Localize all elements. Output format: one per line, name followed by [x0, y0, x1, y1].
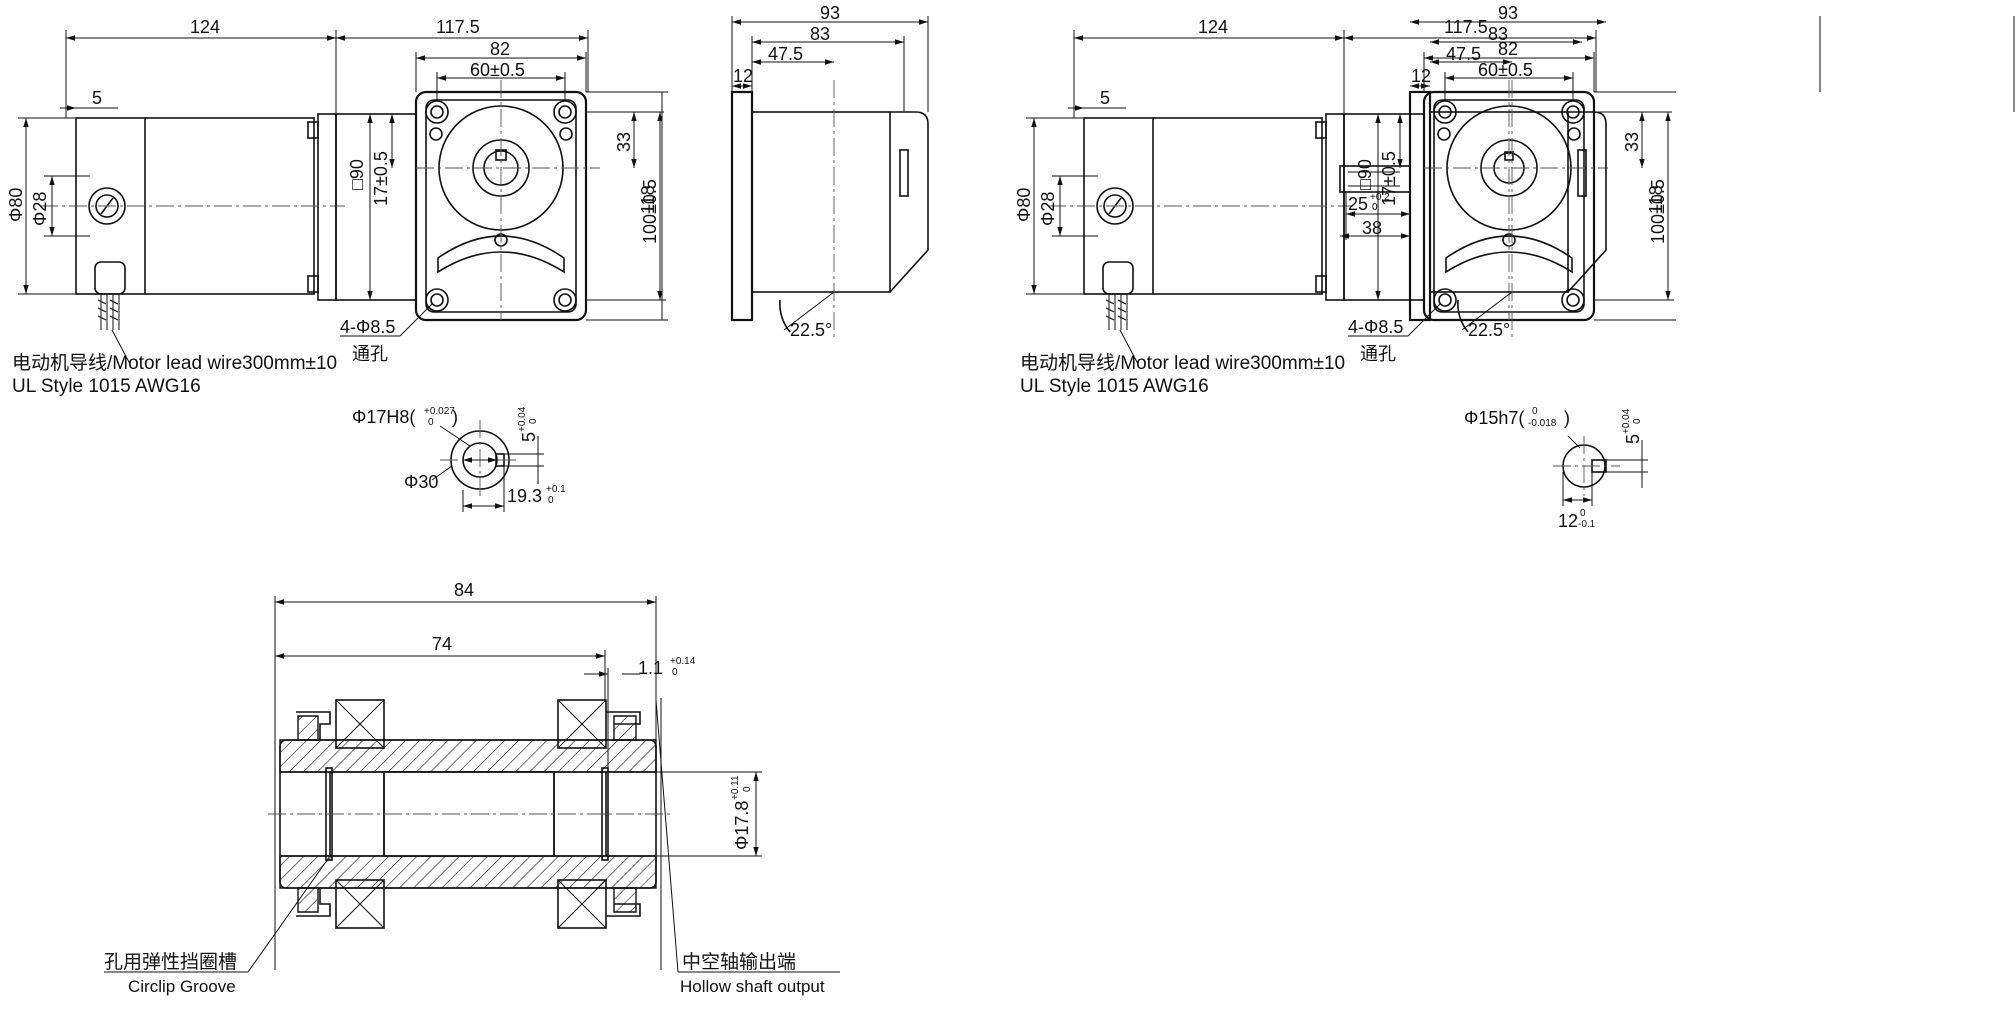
dim-19-3-tol0: 0 — [548, 495, 554, 506]
r-dim-12: 12 — [1411, 66, 1431, 86]
key-5-tol: +0.04 — [517, 406, 528, 432]
bore-tol-low: 0 — [428, 417, 434, 428]
bore-close: ) — [452, 407, 458, 427]
r-key-5: 5 — [1623, 434, 1643, 444]
bore-phi17h8: Φ17H8( — [352, 407, 415, 427]
r-holes-label: 4-Φ8.5 — [1348, 317, 1403, 337]
r-dim-phi80: Φ80 — [1014, 188, 1034, 222]
right-group: 124 117.5 82 60±0.5 5 Φ80 Φ28 □90 — [1014, 3, 2015, 531]
dim-sq90: □90 — [347, 159, 367, 190]
r-dim-118: 118 — [1646, 185, 1666, 214]
lead-wire-label: 电动机导线/Motor lead wire300mm±10 — [12, 352, 337, 374]
bore-tol-up: +0.027 — [424, 406, 455, 417]
dim-84: 84 — [454, 580, 474, 600]
r-dim-33: 33 — [1622, 132, 1642, 152]
left-side-view — [40, 113, 345, 330]
bore-phi30: Φ30 — [404, 472, 438, 492]
dim-33: 33 — [614, 132, 634, 152]
dim-19-3: 19.3 — [507, 486, 542, 506]
dim-phi17-8-tol: +0.11 — [730, 775, 741, 800]
circlip-en: Circlip Groove — [128, 977, 236, 996]
dim-phi80: Φ80 — [6, 188, 26, 222]
r-dim-angle: 22.5° — [1468, 320, 1510, 340]
r-dim-60: 60±0.5 — [1478, 60, 1533, 80]
section-view: 84 74 1.1 +0.14 0 Φ17.8 +0.11 0 孔用弹性挡圈槽 … — [104, 580, 840, 996]
dim-angle: 22.5° — [790, 320, 832, 340]
left-group: 124 117.5 82 60±0.5 5 Φ80 — [6, 3, 929, 512]
dim-82: 82 — [490, 39, 510, 59]
dim-47-5: 47.5 — [768, 44, 803, 64]
shaft-tol-low: -0.018 — [1528, 418, 1557, 429]
r-dim-12-tol: 0 — [1580, 508, 1586, 519]
dim-1-1-tol0: 0 — [672, 667, 678, 678]
holes-label: 4-Φ8.5 — [340, 317, 395, 337]
r-dim-5: 5 — [1100, 88, 1110, 108]
key-5-tol0: 0 — [528, 418, 539, 424]
dim-93: 93 — [820, 3, 840, 23]
holes-cn-label: 通孔 — [352, 344, 388, 364]
dim-phi17-8: Φ17.8 — [732, 801, 752, 850]
shaft-detail: Φ15h7( 0 -0.018 ) 5 +0.04 0 12 0 -0.1 — [1464, 406, 1648, 531]
right-dimensions: 124 117.5 82 60±0.5 5 Φ80 Φ28 □90 — [1014, 3, 2015, 397]
shaft-tol-up: 0 — [1532, 406, 1538, 417]
dim-1-1: 1.1 — [638, 658, 663, 678]
dim-100: 100±0.5 — [640, 179, 660, 244]
r-dim-17: 17±0.5 — [1379, 151, 1399, 206]
r-dim-25-tol0: 0 — [1372, 202, 1378, 213]
hollow-cn: 中空轴输出端 — [682, 951, 796, 973]
circlip-cn: 孔用弹性挡圈槽 — [104, 951, 237, 973]
dim-12: 12 — [733, 66, 753, 86]
r-dim-25-tol: +0.2 — [1370, 192, 1390, 203]
r-dim-12-shaft: 12 — [1558, 511, 1578, 531]
r-dim-phi28: Φ28 — [1038, 192, 1058, 226]
r-lead-wire-label: 电动机导线/Motor lead wire300mm±10 — [1020, 352, 1345, 374]
dim-83: 83 — [810, 24, 830, 44]
r-key-5-tol0: 0 — [1632, 418, 1643, 424]
bearing-bottom-left — [335, 879, 385, 929]
dim-1-1-tol: +0.14 — [670, 656, 696, 667]
dim-19-3-tol: +0.1 — [546, 484, 566, 495]
dim-phi17-8-tol0: 0 — [742, 786, 753, 792]
r-dim-100: 100±0.5 — [1648, 179, 1668, 244]
left-end-view — [730, 80, 929, 338]
r-lead-wire-spec: UL Style 1015 AWG16 — [1020, 376, 1209, 397]
r-dim-93: 93 — [1498, 3, 1518, 23]
dim-118: 118 — [638, 185, 658, 214]
right-side-view — [1048, 113, 1353, 330]
seal-left — [296, 711, 331, 917]
shaft-close: ) — [1564, 408, 1570, 428]
bearing-top-right — [557, 699, 607, 749]
r-holes-cn-label: 通孔 — [1360, 344, 1396, 364]
r-dim-83: 83 — [1488, 24, 1508, 44]
dim-74: 74 — [432, 634, 452, 654]
r-dim-47-5: 47.5 — [1446, 44, 1481, 64]
key-5: 5 — [519, 432, 539, 442]
dim-117-5: 117.5 — [436, 17, 480, 37]
dim-124: 124 — [190, 17, 220, 37]
dim-60: 60±0.5 — [470, 60, 525, 80]
left-dimensions: 124 117.5 82 60±0.5 5 Φ80 — [6, 3, 929, 397]
lead-wire-spec: UL Style 1015 AWG16 — [12, 376, 201, 397]
shaft-phi15h7: Φ15h7( — [1464, 408, 1524, 428]
r-key-5-tol: +0.04 — [1621, 408, 1632, 434]
r-dim-sq90: □90 — [1355, 159, 1375, 190]
bore-detail: Φ17H8( +0.027 0 ) Φ30 5 +0.04 0 19.3 +0.… — [352, 406, 566, 512]
r-dim-38: 38 — [1362, 218, 1382, 238]
bearing-top-left — [335, 699, 385, 749]
dim-5: 5 — [92, 88, 102, 108]
hollow-en: Hollow shaft output — [680, 977, 825, 996]
dim-phi28: Φ28 — [30, 192, 50, 226]
r-dim-117-5: 117.5 — [1444, 17, 1488, 37]
dim-17: 17±0.5 — [371, 151, 391, 206]
left-front-view — [335, 80, 600, 322]
r-dim-25: 25 — [1348, 194, 1368, 214]
r-dim-124: 124 — [1198, 17, 1228, 37]
seal-right — [606, 711, 641, 917]
r-dim-12-tol-low: -0.1 — [1578, 519, 1596, 530]
bearing-bottom-right — [557, 879, 607, 929]
